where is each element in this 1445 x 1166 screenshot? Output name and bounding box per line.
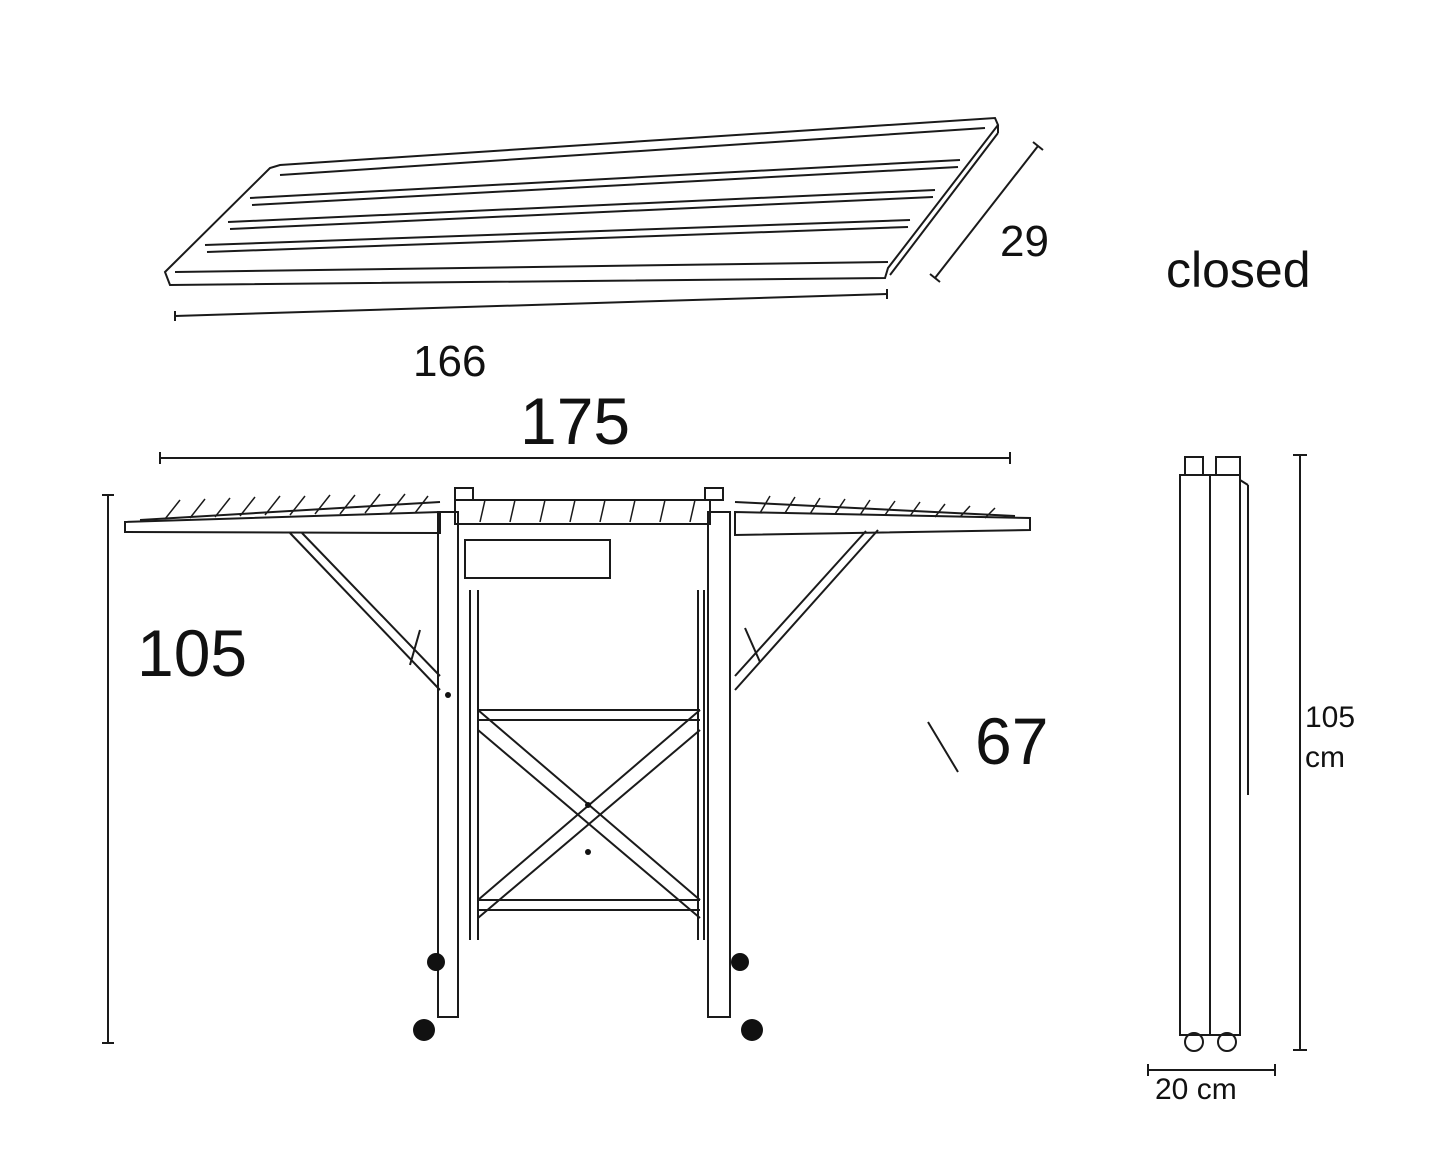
folded-height-unit: cm: [1305, 741, 1345, 774]
depth-label-67: 67: [975, 704, 1049, 778]
width-label-175: 175: [520, 384, 631, 458]
height-label-105: 105: [137, 616, 248, 690]
dimension-line-105-folded: [1293, 454, 1307, 1051]
closed-shelf-drawing: [163, 116, 1000, 287]
folded-side-drawing: [1179, 456, 1249, 1052]
length-label-166: 166: [413, 337, 487, 386]
depth-label-29: 29: [1000, 217, 1049, 266]
dimension-line-166: [174, 289, 888, 321]
folded-width-label: 20 cm: [1155, 1073, 1237, 1106]
closed-label: closed: [1166, 242, 1311, 298]
dimension-line-105-open: [102, 494, 114, 1044]
dimension-line-29: [929, 141, 1044, 283]
dimension-line-20cm: [1147, 1064, 1276, 1076]
open-rack-drawing: [124, 487, 1031, 1041]
folded-height-label: 105: [1305, 701, 1356, 734]
dimension-line-67: [927, 721, 959, 773]
dimension-line-175: [159, 452, 1011, 464]
